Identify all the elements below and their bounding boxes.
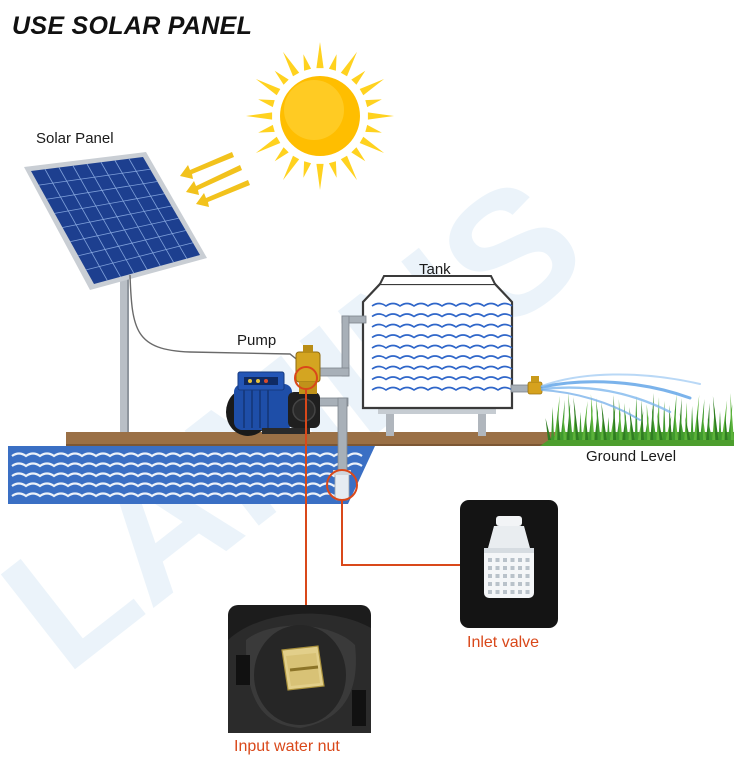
outlet-tap <box>527 376 543 395</box>
callout-markers <box>294 366 460 625</box>
solar-panel-label: Solar Panel <box>36 130 114 147</box>
inlet-valve-submerged <box>333 470 351 501</box>
water-spray-icon <box>540 373 701 421</box>
ground-level-label: Ground Level <box>586 448 677 465</box>
pump-icon <box>226 345 321 436</box>
solar-panel-icon <box>24 152 301 432</box>
tank-label: Tank <box>419 261 451 278</box>
inlet-valve-label: Inlet valve <box>467 634 540 651</box>
pump-label: Pump <box>237 332 277 349</box>
sun-icon <box>246 42 394 190</box>
input-water-nut-label: Input water nut <box>234 738 340 755</box>
sunlight-arrows-icon <box>180 152 250 207</box>
tank-icon <box>361 275 514 436</box>
grass-icon <box>540 393 734 446</box>
inlet-valve-photo <box>460 500 558 628</box>
water-body <box>8 446 375 504</box>
page-title: USE SOLAR PANEL <box>12 12 253 40</box>
input-water-nut-photo <box>228 605 371 733</box>
